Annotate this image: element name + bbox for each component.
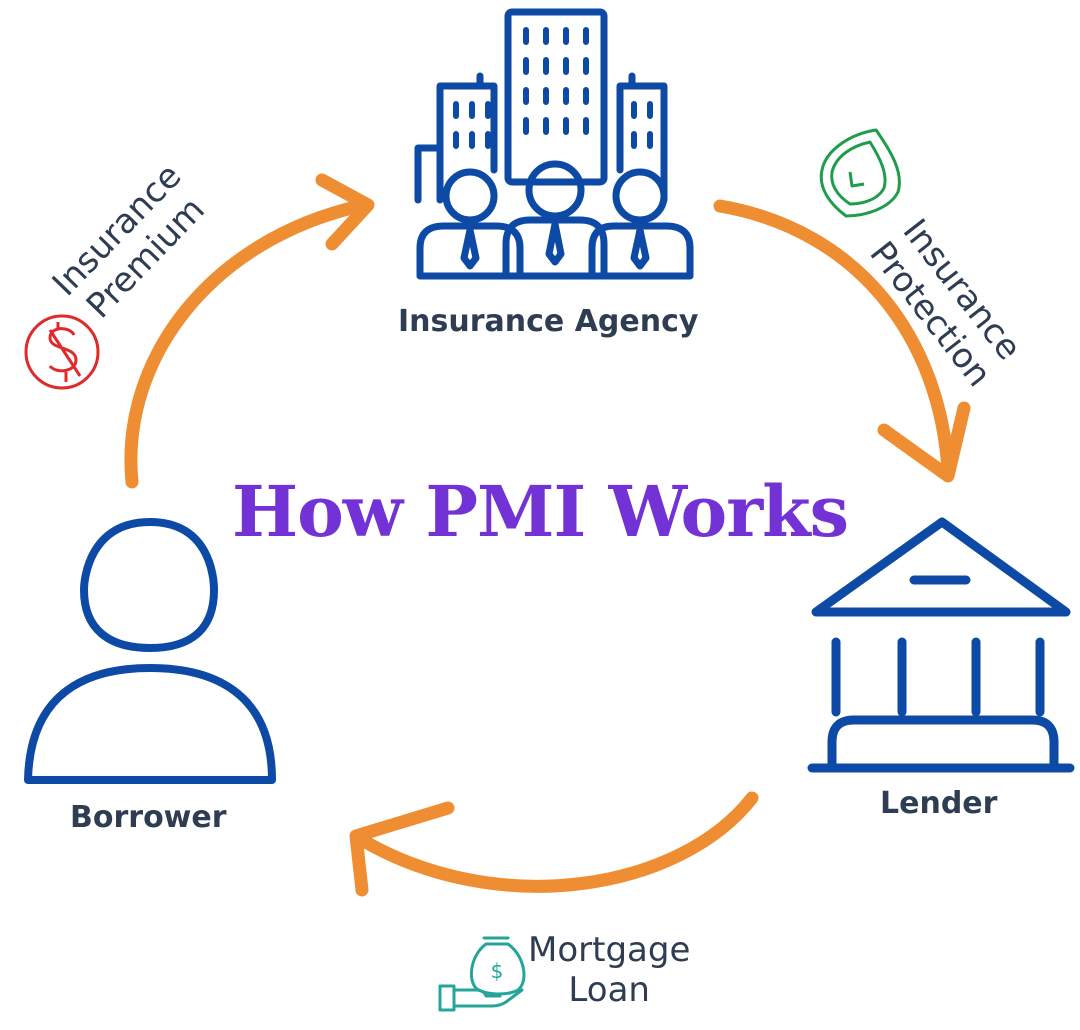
- mortgage-arrow: [349, 791, 759, 897]
- premium-arrow: [124, 173, 375, 489]
- mortgage-line-2: Loan: [568, 970, 650, 1010]
- page-title: How PMI Works: [231, 470, 849, 553]
- mortgage-loan-text: Mortgage Loan: [528, 930, 690, 1010]
- insurance-agency-label: Insurance Agency: [398, 304, 699, 339]
- person-icon: [24, 518, 276, 784]
- bank-icon: [807, 517, 1075, 773]
- insurance-agency-buildings-icon: [414, 8, 694, 280]
- dollar-circle-icon: [24, 314, 100, 390]
- protection-arrow: [713, 199, 971, 483]
- agency-windows: [453, 27, 653, 149]
- lender-label: Lender: [880, 786, 998, 821]
- shield-check-icon: [819, 128, 901, 218]
- borrower-label: Borrower: [70, 800, 227, 835]
- mortgage-line-1: Mortgage: [528, 930, 691, 970]
- hand-money-bag-icon: $: [438, 936, 526, 1012]
- svg-text:$: $: [491, 959, 504, 983]
